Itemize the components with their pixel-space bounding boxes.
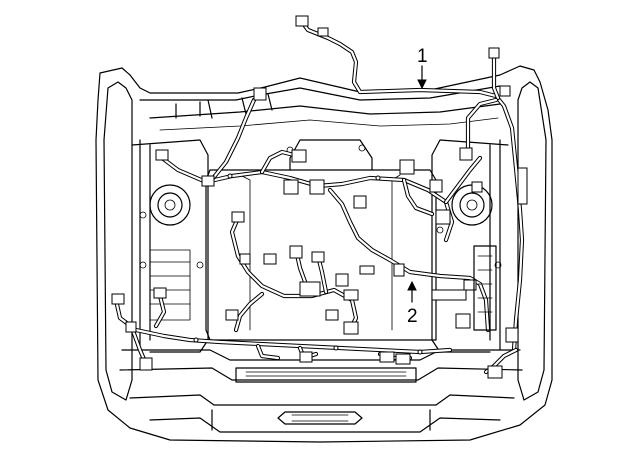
callout-2-label: 2 — [407, 306, 418, 327]
callout-1-label: 1 — [417, 46, 428, 67]
callout-2: 2 — [407, 280, 418, 327]
harness-connectors — [111, 147, 497, 371]
harness-1-upper — [295, 15, 528, 379]
vehicle-front-body — [95, 65, 553, 443]
callout-1: 1 — [417, 46, 428, 90]
